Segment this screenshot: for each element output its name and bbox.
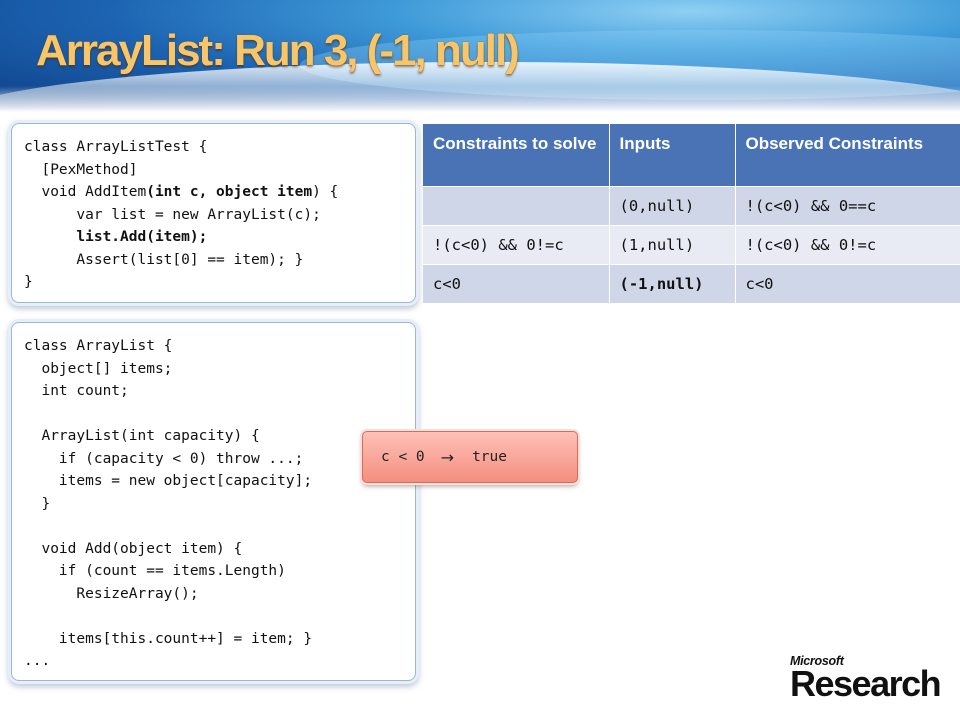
arraylist-code-box: class ArrayList { object[] items; int co… xyxy=(11,322,416,681)
table-row: (0,null) !(c<0) && 0==c xyxy=(423,186,960,226)
callout-result: true xyxy=(472,449,507,465)
code-line: ) { xyxy=(312,184,339,200)
header-inputs: Inputs xyxy=(609,124,736,187)
constraints-table: Constraints to solve Inputs Observed Con… xyxy=(423,124,960,303)
slide-title: ArrayList: Run 3, (-1, null) xyxy=(36,26,520,75)
callout-condition: c < 0 xyxy=(381,449,425,465)
constraint-callout: c < 0 → true xyxy=(362,431,578,483)
arraylist-code: class ArrayList { object[] items; int co… xyxy=(12,323,415,685)
table-cell: !(c<0) && 0!=c xyxy=(735,225,960,265)
table-cell: !(c<0) && 0!=c xyxy=(423,225,610,265)
code-line: } xyxy=(24,495,51,512)
code-line-bold: list.Add(item); xyxy=(24,229,208,245)
table-cell-highlighted: (-1,null) xyxy=(609,264,736,303)
table-header-row: Constraints to solve Inputs Observed Con… xyxy=(423,124,960,187)
logo-microsoft: Microsoft xyxy=(790,654,844,668)
code-line: } xyxy=(24,274,33,290)
table-cell: c<0 xyxy=(423,264,610,303)
code-line: void AddItem xyxy=(24,184,147,200)
code-line: ArrayList(int capacity) { xyxy=(24,428,260,444)
code-line: class ArrayListTest { xyxy=(24,139,208,155)
code-line: object[] items; xyxy=(24,360,173,377)
table-cell: !(c<0) && 0==c xyxy=(735,186,960,226)
test-code-box: class ArrayListTest { [PexMethod] void A… xyxy=(11,123,416,303)
header-constraints-to-solve: Constraints to solve xyxy=(423,124,610,187)
code-line: if (capacity < 0) throw ...; xyxy=(24,450,304,467)
code-line-bold: (int c, object item xyxy=(146,184,313,200)
code-line: items[this.count++] = item; } xyxy=(24,630,313,647)
code-line: if (count == items.Length) xyxy=(24,563,286,579)
header-observed-constraints: Observed Constraints xyxy=(735,124,960,187)
table-cell: c<0 xyxy=(735,264,960,303)
table-cell xyxy=(423,186,610,226)
code-line: void Add(object item) { xyxy=(24,540,243,557)
test-code: class ArrayListTest { [PexMethod] void A… xyxy=(12,124,415,306)
code-line: Assert(list[0] == item); } xyxy=(24,251,304,268)
code-line: items = new object[capacity]; xyxy=(24,473,313,489)
code-line: int count; xyxy=(24,383,129,399)
code-line: ResizeArray(); xyxy=(24,585,199,602)
code-line: ... xyxy=(24,653,51,669)
table-cell: (0,null) xyxy=(609,186,736,226)
table-row: !(c<0) && 0!=c (1,null) !(c<0) && 0!=c xyxy=(423,225,960,265)
arrow-right-icon: → xyxy=(440,447,455,467)
table-cell: (1,null) xyxy=(609,225,736,265)
table-row: c<0 (-1,null) c<0 xyxy=(423,264,960,303)
microsoft-research-logo: Microsoft Research xyxy=(790,654,942,704)
title-banner xyxy=(0,0,960,112)
logo-research: Research xyxy=(790,663,942,704)
code-line: class ArrayList { xyxy=(24,338,173,354)
code-line: [PexMethod] xyxy=(24,161,138,178)
banner-fade xyxy=(0,86,960,112)
code-line: var list = new ArrayList(c); xyxy=(24,206,321,223)
